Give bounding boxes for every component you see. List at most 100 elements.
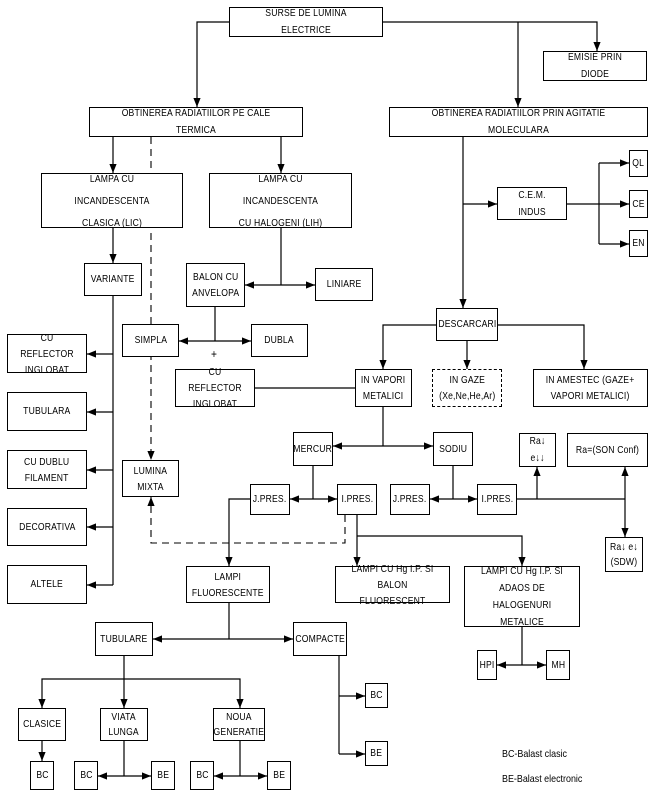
reflector-left-label: CU REFLECTOR INGLOBAT bbox=[20, 331, 74, 376]
diode-node: EMISIE PRIN DIODE bbox=[543, 51, 647, 81]
root-label: SURSE DE LUMINA ELECTRICE bbox=[265, 7, 347, 36]
altele-label: ALTELE bbox=[30, 578, 64, 590]
liniare-label: LINIARE bbox=[326, 278, 362, 290]
ra-son-label: Ra=(SON Conf) bbox=[575, 443, 640, 456]
legend-be-text: BE-Balast electronic bbox=[502, 773, 583, 785]
ql-node: QL bbox=[629, 150, 648, 177]
na-ipres-node: I.PRES. bbox=[477, 484, 517, 515]
amestec-label: IN AMESTEC (GAZE+ VAPORI METALICI) bbox=[546, 374, 635, 402]
lumina-mixta-node: LUMINA MIXTA bbox=[122, 460, 179, 497]
edge-jpres-fluorescente bbox=[225, 498, 250, 566]
noua-be-label: BE bbox=[273, 769, 285, 781]
cem-node: C.E.M. INDUS bbox=[497, 187, 567, 220]
na-jpres-node: J.PRES. bbox=[390, 484, 430, 515]
vapori-label: IN VAPORI METALICI bbox=[361, 374, 406, 402]
fluorescente-label: LAMPI FLUORESCENTE bbox=[192, 570, 264, 599]
en-label: EN bbox=[632, 237, 645, 249]
legend-bc-text: BC-Balast clasic bbox=[502, 748, 567, 760]
mercur-node: MERCUR bbox=[293, 432, 333, 466]
viata-lunga-node: VIATA LUNGA bbox=[100, 708, 148, 741]
compacte-be-node: BE bbox=[365, 741, 388, 766]
root-node: SURSE DE LUMINA ELECTRICE bbox=[229, 7, 383, 37]
gaze-label: IN GAZE (Xe,Ne,He,Ar) bbox=[438, 374, 496, 402]
descarcari-label: DESCARCARI bbox=[437, 318, 497, 330]
viata-lunga-label: VIATA LUNGA bbox=[108, 710, 140, 738]
edge-root-thermal bbox=[193, 21, 229, 107]
edge-descarcari-vapori bbox=[379, 324, 436, 369]
mh-node: MH bbox=[546, 650, 570, 680]
tubulare-label: TUBULARE bbox=[100, 632, 148, 645]
plus-sign: + bbox=[211, 347, 218, 361]
noua-generatie-label: NOUA GENERATIE bbox=[213, 710, 265, 738]
simpla-label: SIMPLA bbox=[134, 334, 167, 346]
compacte-bc-label: BC bbox=[370, 689, 383, 701]
lih-node: LAMPA CU INCANDESCENTA CU HALOGENI (LIH) bbox=[209, 173, 352, 229]
na-ipres-label: I.PRES. bbox=[481, 493, 513, 505]
edge-tubulare-noua bbox=[124, 678, 244, 708]
dublu-filament-node: CU DUBLU FILAMENT bbox=[7, 450, 87, 489]
clasice-label: CLASICE bbox=[22, 718, 62, 730]
reflector-left-node: CU REFLECTOR INGLOBAT bbox=[7, 332, 87, 376]
legend-be: BE-Balast electronic bbox=[502, 773, 597, 785]
hpi-node: HPI bbox=[477, 650, 497, 680]
en-node: EN bbox=[629, 230, 648, 257]
descarcari-node: DESCARCARI bbox=[436, 308, 498, 341]
liniare-node: LINIARE bbox=[315, 268, 373, 301]
viata-be-label: BE bbox=[157, 769, 169, 781]
hg-balon-node: LAMPI CU Hg I.P. SI BALON FLUORESCENT bbox=[335, 563, 450, 607]
plus-label: + bbox=[211, 347, 217, 361]
decorativa-label: DECORATIVA bbox=[18, 520, 76, 533]
ra-low-eff-node: Ra↓ e↓↓ bbox=[519, 433, 556, 467]
lic-node: LAMPA CU INCANDESCENTA CLASICA (LIC) bbox=[41, 173, 183, 229]
reflector-mid-node: CU REFLECTOR INGLOBAT bbox=[175, 366, 255, 410]
reflector-mid-label: CU REFLECTOR INGLOBAT bbox=[188, 366, 242, 410]
lic-label: LAMPA CU INCANDESCENTA CLASICA (LIC) bbox=[74, 172, 150, 229]
hpi-label: HPI bbox=[479, 658, 495, 671]
noua-be-node: BE bbox=[267, 761, 291, 790]
simpla-node: SIMPLA bbox=[122, 324, 179, 357]
clasice-bc-node: BC bbox=[30, 761, 54, 790]
hg-balon-label: LAMPI CU Hg I.P. SI BALON FLUORESCENT bbox=[351, 562, 434, 607]
viata-bc-label: BC bbox=[79, 769, 93, 781]
lumina-mixta-label: LUMINA MIXTA bbox=[133, 464, 168, 493]
noua-generatie-node: NOUA GENERATIE bbox=[213, 708, 265, 741]
gaze-node: IN GAZE (Xe,Ne,He,Ar) bbox=[432, 369, 502, 407]
viata-bc-node: BC bbox=[74, 761, 98, 790]
variante-node: VARIANTE bbox=[84, 263, 142, 296]
balon-label: BALON CU ANVELOPA bbox=[191, 271, 240, 299]
ce-label: CE bbox=[632, 197, 645, 210]
vapori-node: IN VAPORI METALICI bbox=[355, 369, 412, 407]
viata-be-node: BE bbox=[151, 761, 175, 790]
hg-ipres-node: I.PRES. bbox=[337, 484, 377, 515]
hg-jpres-label: J.PRES. bbox=[253, 493, 287, 505]
variante-label: VARIANTE bbox=[91, 273, 135, 285]
hg-ipres-label: I.PRES. bbox=[341, 493, 373, 505]
dashed-ipres-lumina bbox=[147, 497, 346, 544]
legend-bc: BC-Balast clasic bbox=[502, 748, 578, 760]
mercur-label: MERCUR bbox=[293, 442, 333, 455]
clasice-node: CLASICE bbox=[18, 708, 66, 741]
ra-sdw-node: Ra↓ e↓ (SDW) bbox=[605, 537, 643, 572]
edge-ipres-halogenuri bbox=[357, 535, 526, 566]
compacte-be-label: BE bbox=[370, 747, 383, 759]
sodiu-node: SODIU bbox=[433, 432, 473, 466]
edge-tubulare-clasice bbox=[38, 678, 124, 708]
diode-label: EMISIE PRIN DIODE bbox=[568, 51, 622, 80]
compacte-label: COMPACTE bbox=[295, 632, 345, 645]
ra-low-eff-label: Ra↓ e↓↓ bbox=[529, 435, 546, 464]
noua-bc-node: BC bbox=[190, 761, 214, 790]
decorativa-node: DECORATIVA bbox=[7, 508, 87, 546]
hg-halogenuri-label: LAMPI CU Hg I.P. SI ADAOS DE HALOGENURI … bbox=[481, 564, 563, 628]
tubulara-node: TUBULARA bbox=[7, 392, 87, 431]
altele-node: ALTELE bbox=[7, 565, 87, 604]
clasice-bc-label: BC bbox=[35, 769, 49, 781]
fluorescente-node: LAMPI FLUORESCENTE bbox=[186, 566, 270, 603]
balon-node: BALON CU ANVELOPA bbox=[186, 263, 245, 307]
molecular-label: OBTINEREA RADIATIILOR PRIN AGITATIE MOLE… bbox=[431, 107, 606, 136]
mh-label: MH bbox=[551, 658, 565, 671]
ce-node: CE bbox=[629, 190, 648, 218]
dubla-label: DUBLA bbox=[264, 334, 295, 346]
dublu-filament-label: CU DUBLU FILAMENT bbox=[24, 455, 70, 484]
na-jpres-label: J.PRES. bbox=[393, 493, 427, 505]
lih-label: LAMPA CU INCANDESCENTA CU HALOGENI (LIH) bbox=[238, 172, 323, 229]
